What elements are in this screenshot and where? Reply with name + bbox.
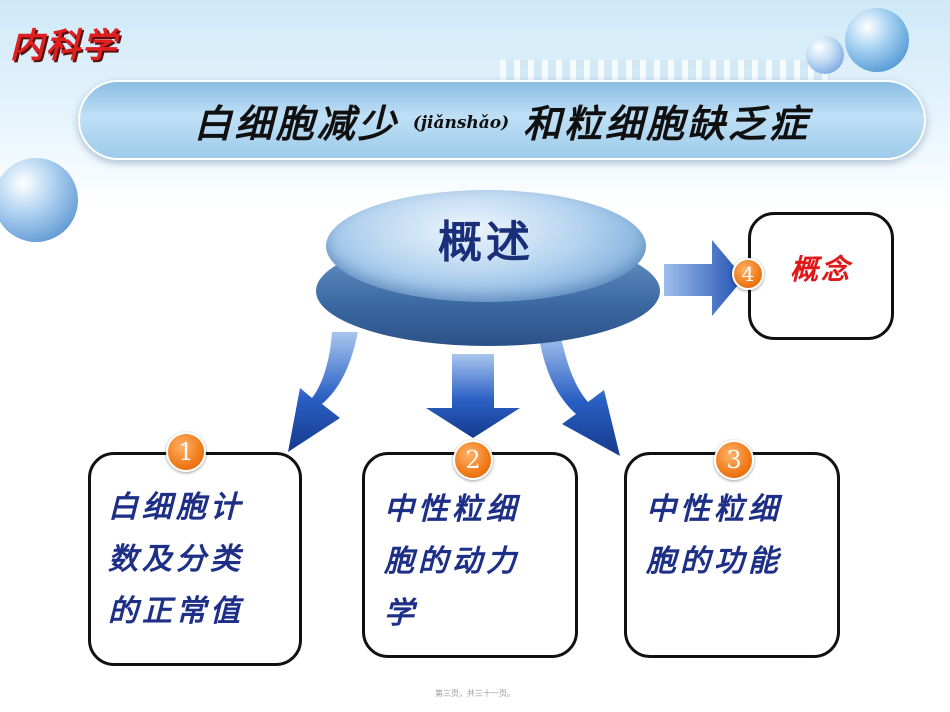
section-line: 学 (384, 596, 418, 631)
concept-label: 概念 (790, 253, 853, 286)
arrow-to-section-2 (426, 354, 520, 438)
section-number-badge: 3 (714, 440, 754, 480)
section-text-1: 白细胞计 数及分类 的正常值 (108, 482, 244, 638)
bubble-decoration (0, 158, 78, 242)
bubble-decoration (845, 8, 909, 72)
section-line: 的正常值 (108, 594, 244, 629)
concept-number-badge: 4 (732, 258, 764, 290)
hub-label: 概述 (438, 217, 534, 268)
section-line: 胞的动力 (384, 544, 520, 579)
section-line: 中性粒细 (384, 492, 520, 527)
section-line: 胞的功能 (646, 544, 782, 579)
page-footer: 第三页，共三十一页。 (435, 689, 515, 698)
section-line: 数及分类 (108, 542, 244, 577)
section-text-2: 中性粒细 胞的动力 学 (384, 484, 520, 640)
arrow-to-concept (664, 240, 744, 316)
arrow-to-section-3 (538, 332, 620, 456)
title-rest: 和粒细胞缺乏症 (523, 100, 811, 146)
concept-box (748, 212, 894, 340)
section-number-badge: 1 (166, 432, 206, 472)
title-pinyin: (jiǎnshǎo) (412, 113, 510, 133)
bubble-decoration (806, 36, 844, 74)
section-box-2 (362, 452, 578, 658)
arrow-to-section-1 (288, 332, 358, 452)
hub-ellipse (326, 190, 646, 302)
brand-title: 内科学 (10, 26, 118, 66)
section-text-3: 中性粒细 胞的功能 (646, 484, 782, 588)
section-box-1 (88, 452, 302, 666)
section-line: 白细胞计 (108, 490, 244, 525)
section-line: 中性粒细 (646, 492, 782, 527)
section-number-badge: 2 (453, 440, 493, 480)
slide-title: 白细胞减少 (jiǎnshǎo) 和粒细胞缺乏症 (80, 82, 924, 158)
title-banner: 白细胞减少 (jiǎnshǎo) 和粒细胞缺乏症 (78, 80, 926, 160)
title-main: 白细胞减少 (193, 100, 399, 146)
